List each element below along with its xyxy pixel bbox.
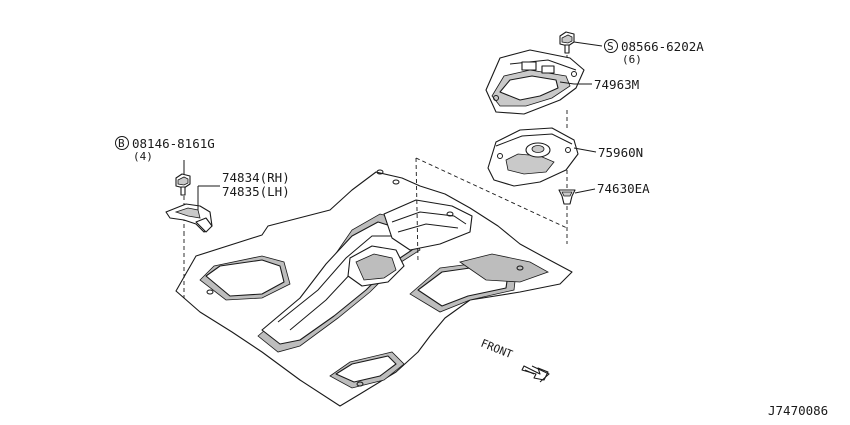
bolt-left bbox=[175, 173, 191, 196]
bracket-74834-74835 bbox=[165, 203, 213, 233]
bolt-top bbox=[559, 31, 575, 54]
front-arrow bbox=[521, 365, 550, 383]
callout-bolt-top-part-no: 08566-6202A bbox=[621, 39, 704, 54]
callout-circle-s bbox=[604, 39, 618, 53]
callout-bracket-rh: 74834(RH) bbox=[222, 170, 290, 185]
callout-bracket-lh: 74835(LH) bbox=[222, 184, 290, 199]
clip-74630ea bbox=[558, 189, 576, 205]
callout-bolt-top-qty: (6) bbox=[622, 53, 642, 66]
callout-letter-s: S bbox=[607, 40, 614, 53]
labels: S 08566-6202A (6) 74963M 75960N 74630EA … bbox=[115, 39, 828, 418]
lower-cover-75960n bbox=[487, 127, 579, 187]
upper-cover-74963m bbox=[485, 49, 585, 115]
callout-bolt-left-qty: (4) bbox=[133, 150, 153, 163]
callout-lower-cover: 75960N bbox=[598, 145, 643, 160]
callout-circle-b bbox=[115, 136, 129, 150]
floor-panel bbox=[175, 169, 573, 407]
diagram-code: J7470086 bbox=[768, 403, 828, 418]
front-label: FRONT bbox=[479, 337, 515, 362]
callout-clip: 74630EA bbox=[597, 181, 650, 196]
callout-letter-b: B bbox=[118, 137, 125, 150]
callout-bolt-left-part-no: 08146-8161G bbox=[132, 136, 215, 151]
callout-upper-cover: 74963M bbox=[594, 77, 639, 92]
leader-lines bbox=[183, 41, 603, 210]
